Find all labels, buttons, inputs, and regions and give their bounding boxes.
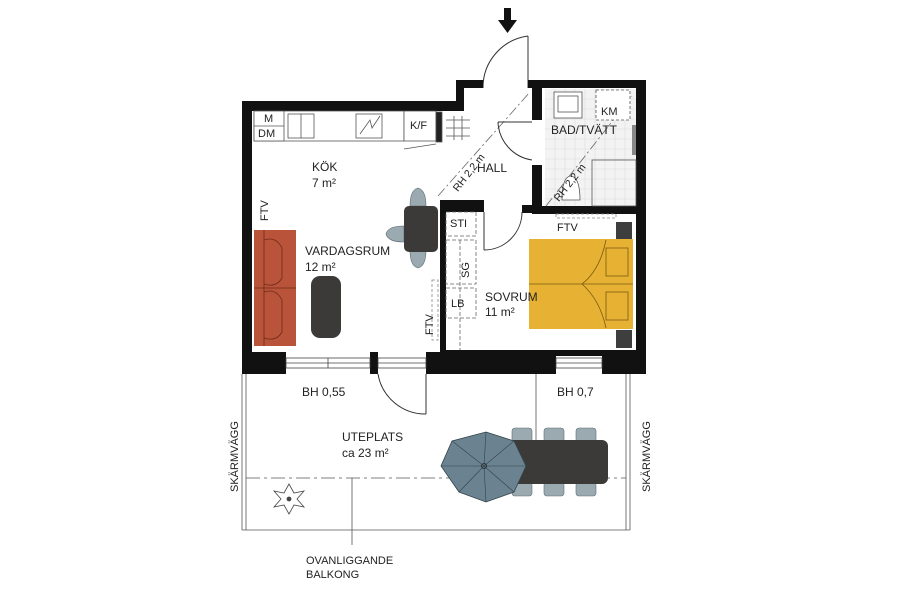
- double-bed: [529, 222, 633, 348]
- patio-outline: [241, 374, 631, 545]
- plant-icon: [272, 483, 306, 515]
- bath-door: [497, 121, 533, 161]
- entry-door: [482, 35, 529, 89]
- screen-wall-right-label: SKÄRMVÄGG: [641, 421, 653, 492]
- living-room-name: VARDAGSRUM: [305, 244, 391, 258]
- hall-shelf: [435, 111, 470, 143]
- wardrobe-label: SG: [460, 262, 472, 278]
- patio-area: ca 23 m²: [342, 446, 389, 460]
- patio-name: UTEPLATS: [342, 430, 404, 444]
- bedroom-window-height: BH 0,7: [557, 385, 594, 399]
- ftv-living-wall-label: FTV: [259, 200, 271, 221]
- bedroom-door: [483, 211, 523, 251]
- coffee-table: [311, 276, 341, 338]
- balcony-above-line1: OVANLIGGANDE: [306, 555, 394, 567]
- windows: [285, 357, 603, 369]
- linen-label: LB: [451, 298, 465, 310]
- ftv-divider-label: FTV: [424, 314, 436, 335]
- fridge-freezer-label: K/F: [410, 120, 428, 132]
- bathroom-name: BAD/TVÄTT: [551, 123, 618, 137]
- sofa: [254, 230, 296, 346]
- patio-dining-set: [504, 427, 608, 497]
- ftv-marks: [431, 213, 617, 341]
- bedroom-name: SOVRUM: [485, 290, 538, 304]
- living-room-area: 12 m²: [305, 260, 336, 274]
- entrance-arrow-icon: [498, 8, 517, 33]
- living-window-height: BH 0,55: [302, 385, 346, 399]
- closets: [445, 211, 477, 350]
- patio-door: [377, 373, 427, 415]
- dishwasher-label: DM: [258, 128, 276, 140]
- microwave-label: M: [264, 113, 274, 125]
- screen-wall-left-label: SKÄRMVÄGG: [229, 421, 241, 492]
- ftv-bedroom-label: FTV: [557, 222, 578, 234]
- hall-name: HALL: [477, 161, 508, 175]
- washer-label: KM: [601, 106, 618, 118]
- storage-label: STI: [450, 218, 468, 230]
- kitchen-counter: [253, 110, 437, 150]
- kitchen-area: 7 m²: [312, 176, 336, 190]
- dining-set: [385, 187, 438, 269]
- kitchen-name: KÖK: [312, 160, 338, 174]
- ceiling-height-line-hall: [437, 91, 531, 197]
- bath-fixtures: [553, 89, 637, 207]
- bedroom-area: 11 m²: [485, 305, 515, 319]
- umbrella-icon: [440, 431, 527, 503]
- walls: [242, 80, 646, 374]
- balcony-above-line2: BALKONG: [306, 569, 360, 581]
